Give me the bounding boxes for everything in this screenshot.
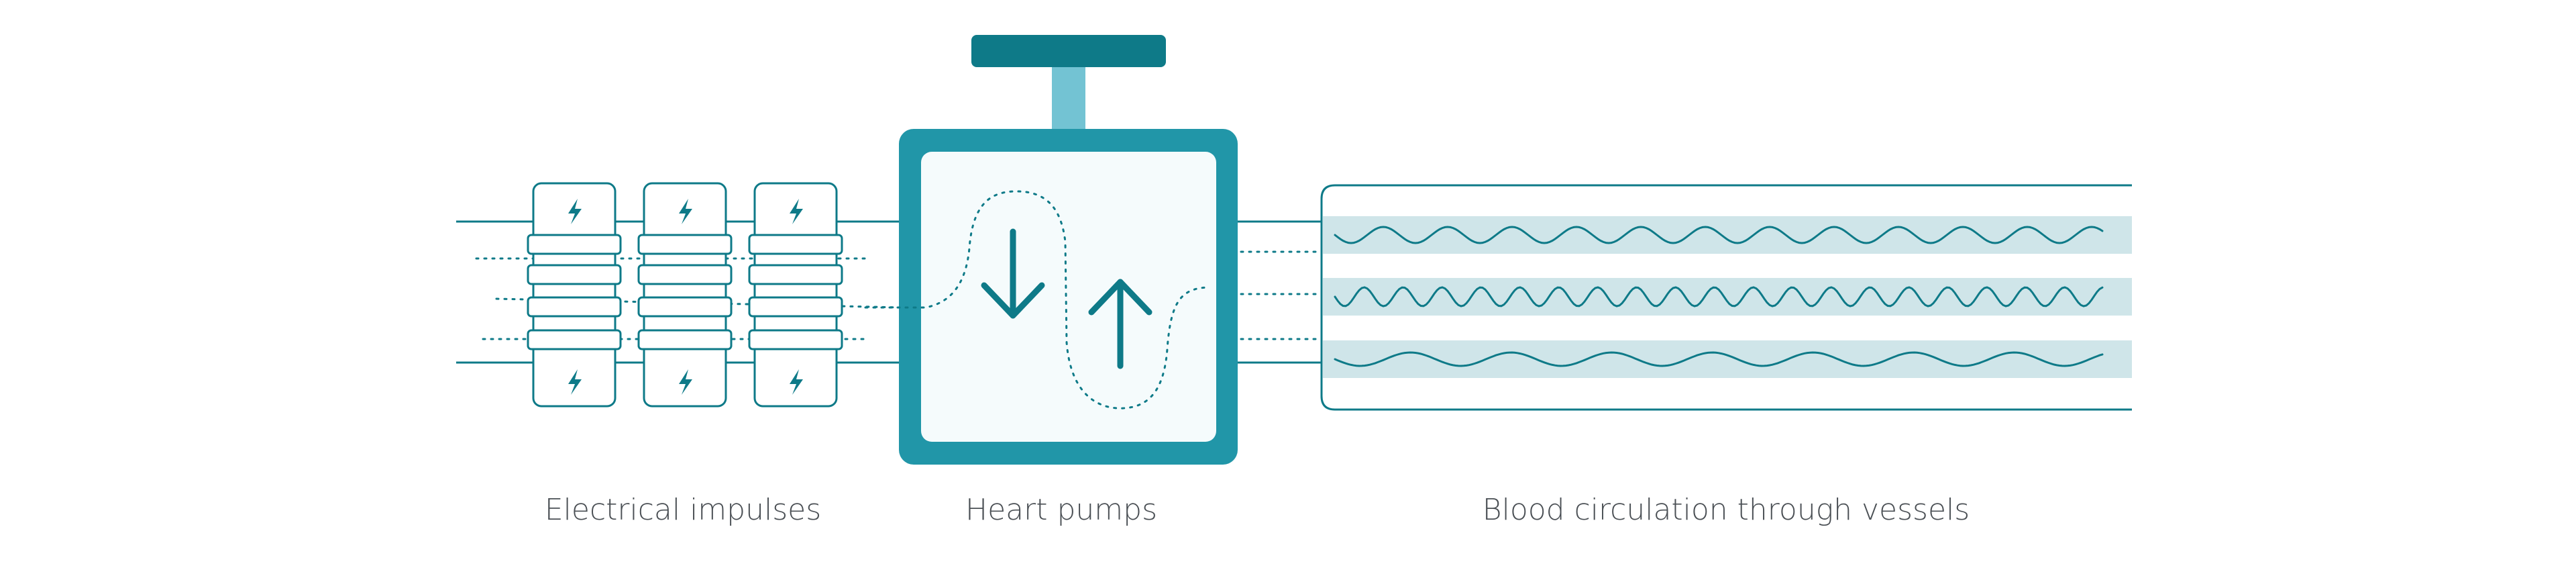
arrow-up-icon [1088,279,1152,369]
pump-rod [1052,67,1085,130]
battery-cell-2 [637,182,733,408]
blood-wave-1 [1334,226,2104,244]
vessel-band-3 [1323,340,2132,378]
blood-vessel-section [1238,184,2132,411]
lightning-bolt-icon [679,199,692,224]
label-blood-circulation: Blood circulation through vessels [1482,493,1970,527]
blood-wave-2 [1334,286,2104,307]
blood-wave-3 [1334,351,2104,367]
heart-pump-section [864,35,1238,465]
lightning-bolt-icon [679,369,692,395]
vessel-outline [1320,184,2132,411]
electrical-impulses-section [456,182,904,408]
label-electrical-impulses: Electrical impulses [544,493,822,527]
lightning-bolt-icon [568,369,582,395]
blood-flow-path [864,190,1209,410]
label-heart-pumps: Heart pumps [965,493,1157,527]
pump-handle [971,35,1166,67]
lightning-bolt-icon [790,199,803,224]
battery-cell-1 [527,182,622,408]
vessel-band-1 [1323,216,2132,254]
vessel-band-2 [1323,278,2132,316]
lightning-bolt-icon [568,199,582,224]
lightning-bolt-icon [790,369,803,395]
battery-cell-3 [748,182,843,408]
arrow-down-icon [981,228,1045,319]
pump-chamber [921,152,1216,442]
